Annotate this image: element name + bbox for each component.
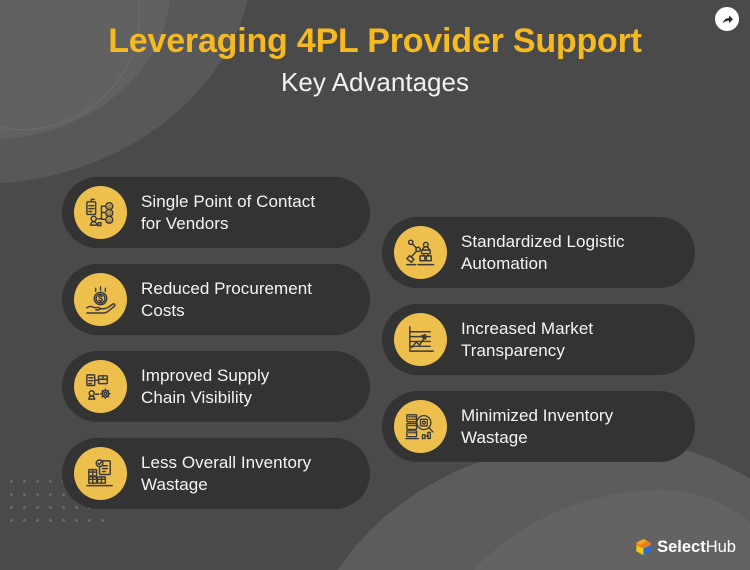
svg-text:@: @ — [107, 204, 112, 210]
right-column: Standardized Logistic Automation Increas… — [382, 217, 695, 478]
card-label: Less Overall Inventory Wastage — [141, 453, 312, 494]
hand-holding-coin-icon — [74, 273, 127, 326]
decor-wave-bottom-right-inner — [410, 490, 750, 570]
card-label: Standardized Logistic Automation — [461, 232, 625, 273]
page-title: Leveraging 4PL Provider Support — [108, 22, 642, 60]
share-button[interactable] — [715, 7, 739, 31]
card-standardized-logistic-automation[interactable]: Standardized Logistic Automation — [382, 217, 695, 288]
card-increased-market-transparency[interactable]: Increased Market Transparency — [382, 304, 695, 375]
share-arrow-icon — [720, 12, 734, 26]
card-label: Reduced Procurement Costs — [141, 279, 313, 320]
card-label: Increased Market Transparency — [461, 319, 594, 360]
card-reduced-procurement-costs[interactable]: Reduced Procurement Costs — [62, 264, 370, 335]
card-less-overall-inventory-wastage[interactable]: Less Overall Inventory Wastage — [62, 438, 370, 509]
card-minimized-inventory-wastage[interactable]: Minimized Inventory Wastage — [382, 391, 695, 462]
robot-arm-icon — [394, 226, 447, 279]
card-label: Minimized Inventory Wastage — [461, 406, 614, 447]
header: Leveraging 4PL Provider Support Key Adva… — [0, 22, 750, 97]
card-single-point-of-contact[interactable]: @ @ @ Single Point of Contact for Vendor… — [62, 177, 370, 248]
svg-text:@: @ — [107, 218, 112, 224]
selecthub-cube-icon — [635, 538, 652, 556]
selecthub-wordmark: SelectHub — [657, 539, 736, 556]
card-label: Improved Supply Chain Visibility — [141, 366, 270, 407]
left-column: @ @ @ Single Point of Contact for Vendor… — [62, 177, 370, 525]
selecthub-logo[interactable]: SelectHub — [635, 538, 736, 556]
svg-text:@: @ — [107, 211, 112, 217]
logo-text-hub: Hub — [705, 537, 736, 556]
warehouse-magnifier-icon — [394, 400, 447, 453]
growth-chart-icon — [394, 313, 447, 366]
logo-text-select: Select — [657, 537, 706, 556]
boxes-checklist-icon — [74, 447, 127, 500]
supply-chain-gear-icon — [74, 360, 127, 413]
card-improved-supply-chain-visibility[interactable]: Improved Supply Chain Visibility — [62, 351, 370, 422]
page-subtitle: Key Advantages — [281, 66, 469, 97]
vendor-network-icon: @ @ @ — [74, 186, 127, 239]
card-label: Single Point of Contact for Vendors — [141, 192, 316, 233]
